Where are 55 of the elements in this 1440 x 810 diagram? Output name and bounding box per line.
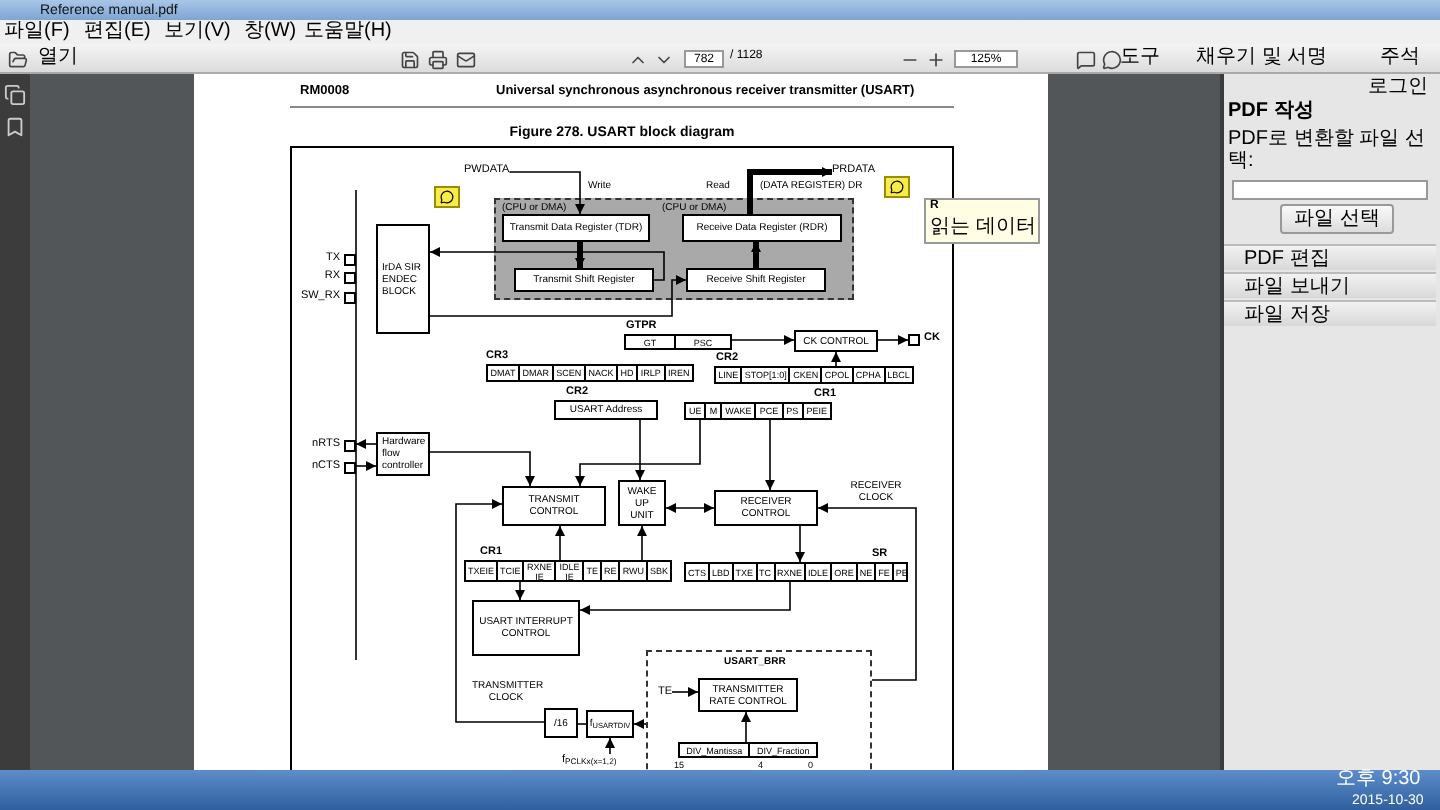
menu-item: 파일(F): [4, 20, 70, 44]
note-text: 읽는 데이터: [930, 216, 1036, 238]
menu-item: 편집(E): [84, 20, 151, 44]
connector-arrow: [455, 499, 545, 723]
connector-arrow: [817, 503, 917, 681]
connector-arrow: [605, 737, 615, 755]
dashed-region: [646, 650, 872, 770]
connector-arrow: [429, 247, 665, 281]
toolbar-label: 로그인: [1368, 74, 1428, 102]
connector-arrow: [633, 719, 647, 729]
connector-arrow: [555, 525, 565, 561]
register-row: [486, 364, 694, 382]
toolbar-label: 열기: [38, 44, 78, 72]
select-file-button: 파일 선택: [1280, 204, 1394, 234]
panel-section: 파일 보내기: [1224, 272, 1436, 298]
menu-item: 보기(V): [164, 20, 231, 44]
panel-section: PDF 편집: [1224, 244, 1436, 270]
dashed-region: [494, 198, 854, 300]
connector-arrow: [671, 687, 699, 697]
connector-arrow: [355, 439, 377, 449]
panel-text: PDF로 변환할 파일 선택:: [1228, 128, 1427, 172]
register-row: [624, 334, 732, 350]
connector-arrow: [575, 419, 701, 487]
connector-arrow: [579, 581, 791, 615]
register-row: [678, 742, 818, 758]
register-row: [684, 402, 832, 420]
connector-arrow: [429, 451, 535, 487]
connector-arrow: [731, 335, 795, 345]
connector-arrow: [355, 461, 377, 471]
connector-arrow: [508, 171, 585, 215]
toolbar-label: 주석: [1380, 44, 1420, 72]
connector-arrow: [741, 711, 751, 743]
connector-arrow: [637, 525, 647, 561]
connector-arrow: [665, 503, 715, 513]
connector-arrow: [751, 242, 761, 268]
connector-arrow: [765, 419, 775, 491]
connector-arrow: [635, 419, 645, 481]
register-row: [714, 366, 914, 384]
panel-heading: PDF 작성: [1228, 100, 1314, 124]
toolbar-label: 도구: [1120, 44, 1160, 72]
connector-arrow: [831, 351, 841, 367]
connector-arrow: [747, 167, 832, 214]
menu-item: 창(W): [244, 20, 297, 44]
connector-arrow: [795, 525, 805, 563]
connector-arrow: [877, 335, 909, 345]
clock-text: 오후 9:30: [1336, 770, 1421, 790]
register-row: [464, 560, 672, 582]
toolbar-label: 채우기 및 서명: [1196, 44, 1328, 72]
connector-arrow: [429, 275, 687, 317]
panel-section: 파일 저장: [1224, 300, 1436, 326]
connector-arrow: [575, 242, 585, 268]
menu-item: 도움말(H): [304, 20, 392, 44]
register-row: [684, 562, 908, 582]
connector-arrow: [515, 581, 525, 601]
connector-line: [577, 723, 587, 725]
